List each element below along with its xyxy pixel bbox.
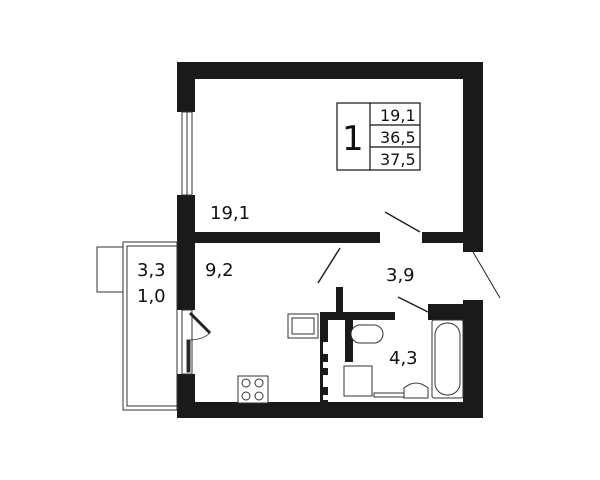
stove bbox=[237, 375, 269, 404]
door-swings bbox=[188, 211, 501, 341]
kitchen-area-label: 9,2 bbox=[205, 260, 234, 281]
hall-area-label: 3,9 bbox=[386, 265, 415, 286]
bathroom-wall-ladder bbox=[323, 342, 333, 400]
balcony-reduced-label: 1,0 bbox=[137, 286, 166, 307]
fixtures bbox=[237, 313, 464, 404]
bathroom-area-label: 4,3 bbox=[389, 348, 418, 369]
toilet bbox=[350, 324, 384, 344]
windows bbox=[181, 111, 193, 375]
total-area: 36,5 bbox=[380, 128, 416, 147]
washing-machine bbox=[343, 365, 373, 397]
total-area-with-balcony: 37,5 bbox=[380, 150, 416, 169]
room-area-label: 19,1 bbox=[210, 203, 250, 224]
balcony-area-label: 3,3 bbox=[137, 260, 166, 281]
summary-table bbox=[336, 102, 421, 171]
walls bbox=[177, 62, 483, 418]
balcony bbox=[96, 241, 178, 411]
washbasin bbox=[403, 382, 429, 399]
living-area: 19,1 bbox=[380, 106, 416, 125]
rooms-count: 1 bbox=[342, 119, 364, 159]
